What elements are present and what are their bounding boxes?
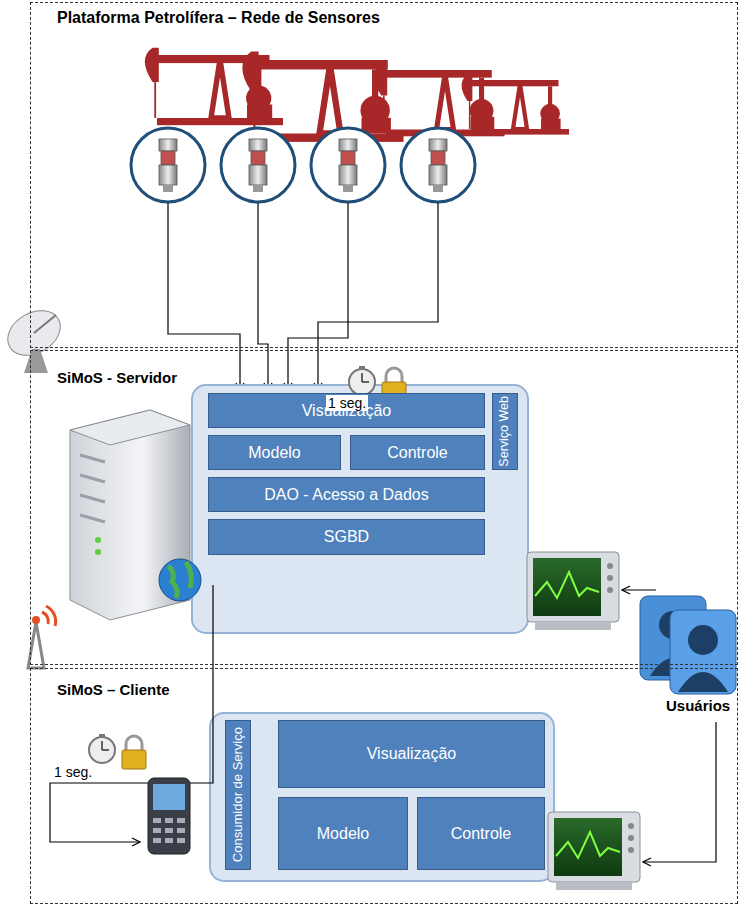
layer-box: Modelo [208,435,341,470]
layer-box: DAO - Acesso a Dados [208,477,485,512]
layer-label: DAO - Acesso a Dados [261,486,432,504]
actor-label: Usuários [664,697,732,714]
vertical-layer-box: Consumidor de Serviço [225,720,251,870]
interval-label: 1 seg. [52,764,94,780]
region-band: Plataforma Petrolífera – Rede de Sensore… [30,2,738,348]
vertical-layer-box: Serviço Web [492,393,518,470]
region-heading: SiMoS – Cliente [57,681,170,698]
layer-box: Modelo [278,797,408,870]
layer-label: Consumidor de Serviço [228,727,248,862]
layer-label: Controle [384,444,450,462]
region-band: SiMoS – ClienteConsumidor de Serviço Visu… [30,668,738,904]
layer-label: Modelo [245,444,303,462]
layer-label: Visualização [364,745,460,763]
layer-box: SGBD [208,519,485,555]
layer-box: Controle [417,797,545,870]
layer-label: Modelo [314,825,372,843]
layer-label: SGBD [321,528,372,546]
region-heading: Plataforma Petrolífera – Rede de Sensore… [57,9,380,27]
layer-box: Controle [350,435,485,470]
layer-label: Controle [448,825,514,843]
region-heading: SiMoS - Servidor [57,369,177,386]
region-band: SiMoS - ServidorVisualizaçãoModeloContro… [30,350,738,665]
layer-box: Visualização [278,720,545,788]
interval-label: 1 seg. [326,395,368,411]
layer-label: Serviço Web [495,396,514,467]
